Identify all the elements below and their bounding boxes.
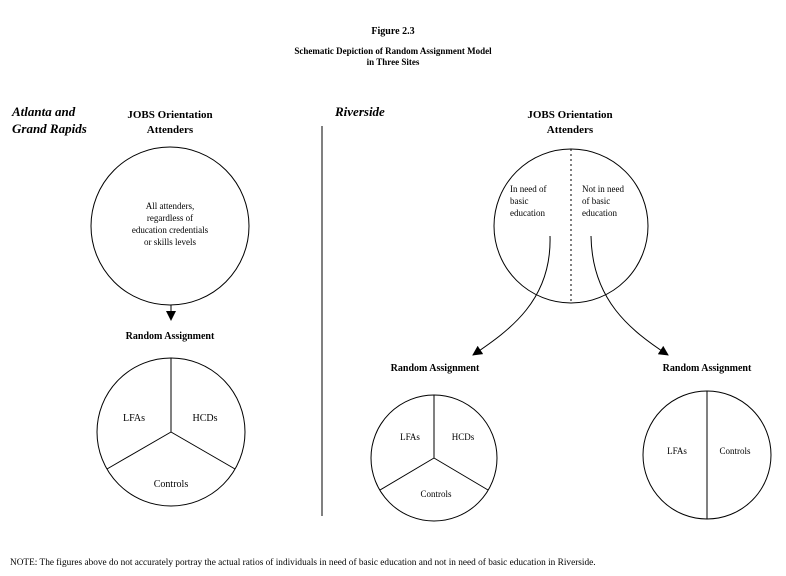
left-circle-text-4: or skills levels	[144, 237, 196, 247]
right-in-need-line2: basic	[510, 196, 529, 206]
left-header-line2: Attenders	[147, 124, 194, 136]
left-pie-divider-3	[170, 431, 236, 470]
left-group-hcds: HCDs	[192, 413, 217, 424]
right-left-group-lfas: LFAs	[400, 432, 420, 442]
right-right-group-controls: Controls	[719, 446, 751, 456]
left-header-line1: JOBS Orientation	[127, 109, 212, 121]
right-arrow-in-need	[472, 235, 551, 356]
right-in-need-line3: education	[510, 208, 545, 218]
left-circle-text-3: education credentials	[132, 225, 209, 235]
right-header-line2: Attenders	[547, 124, 594, 136]
right-right-group-lfas: LFAs	[667, 446, 687, 456]
left-site-label-line1: Atlanta and	[11, 104, 76, 119]
right-not-in-need-line3: education	[582, 208, 617, 218]
right-not-in-need-line1: Not in need	[582, 184, 624, 194]
left-group-controls: Controls	[154, 479, 189, 490]
right-left-pie-divider-3	[433, 457, 489, 491]
right-site-label: Riverside	[334, 104, 385, 119]
right-right-assignment-label: Random Assignment	[663, 363, 752, 374]
figure-title-line1: Schematic Depiction of Random Assignment…	[294, 46, 492, 56]
figure-number: Figure 2.3	[371, 26, 414, 37]
footnote: NOTE: The figures above do not accuratel…	[10, 557, 596, 568]
left-assignment-label: Random Assignment	[126, 331, 215, 342]
right-not-in-need-line2: of basic	[582, 196, 610, 206]
right-left-assignment-label: Random Assignment	[391, 363, 480, 374]
right-left-pie-divider-2	[379, 457, 435, 491]
right-left-group-hcds: HCDs	[452, 432, 475, 442]
left-pie-divider-2	[106, 431, 172, 470]
left-circle-text-1: All attenders,	[146, 201, 195, 211]
left-circle-text-2: regardless of	[147, 213, 193, 223]
right-left-group-controls: Controls	[420, 489, 452, 499]
left-site-label-line2: Grand Rapids	[12, 121, 87, 136]
figure-title-line2: in Three Sites	[367, 57, 420, 67]
right-in-need-line1: In need of	[510, 184, 546, 194]
right-arrow-not-in-need	[590, 235, 669, 356]
left-group-lfas: LFAs	[123, 413, 145, 424]
right-header-line1: JOBS Orientation	[527, 109, 612, 121]
left-attenders-circle	[90, 146, 250, 306]
